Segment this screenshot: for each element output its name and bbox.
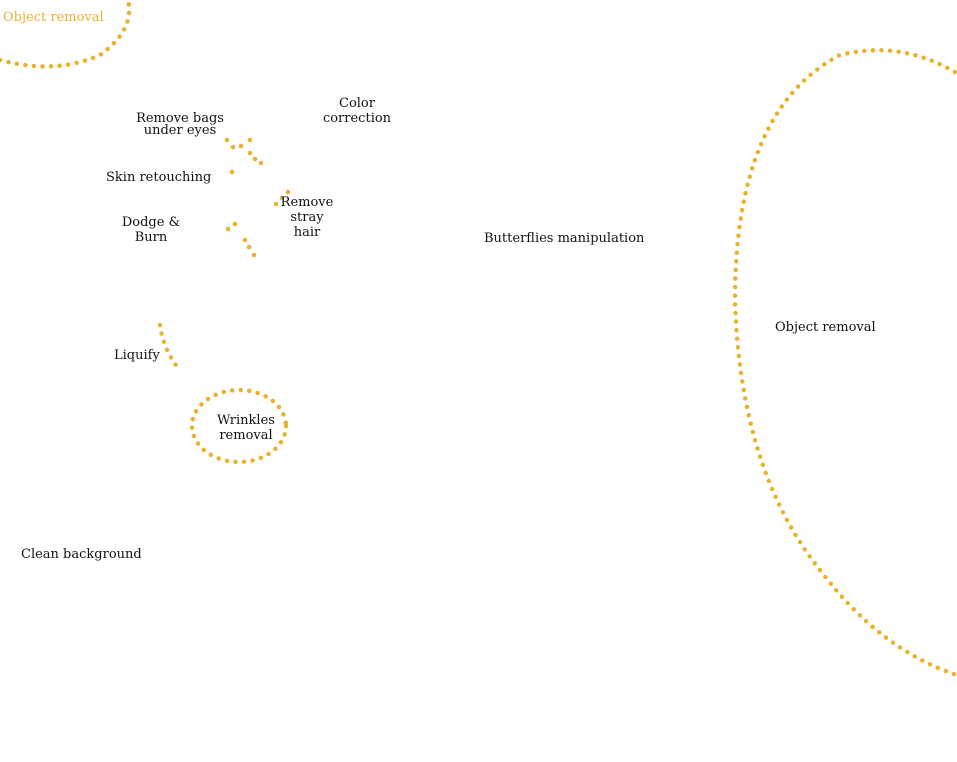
top-left-dotted-arc (0, 0, 132, 69)
liquify-dotted-line (157, 322, 181, 371)
right-dotted-arc (732, 47, 957, 678)
remove-bags-label: Remove bags under eyes (136, 111, 224, 138)
wrinkles-removal-label: Wrinkles removal (217, 413, 275, 443)
remove-stray-hair-label: Remove stray hair (280, 195, 334, 240)
butterflies-manipulation-label: Butterflies manipulation (484, 231, 645, 246)
object-removal-top-label: Object removal (3, 10, 104, 25)
object-removal-right-label: Object removal (775, 320, 876, 335)
wrinkles-dotted-circle (189, 387, 289, 465)
skin-retouching-label: Skin retouching (106, 170, 212, 185)
scattered-dots (224, 137, 291, 258)
liquify-label: Liquify (114, 348, 160, 363)
dodge-burn-label: Dodge & Burn (121, 215, 181, 245)
color-correction-label: Color correction (322, 96, 392, 126)
clean-background-label: Clean background (21, 547, 142, 562)
